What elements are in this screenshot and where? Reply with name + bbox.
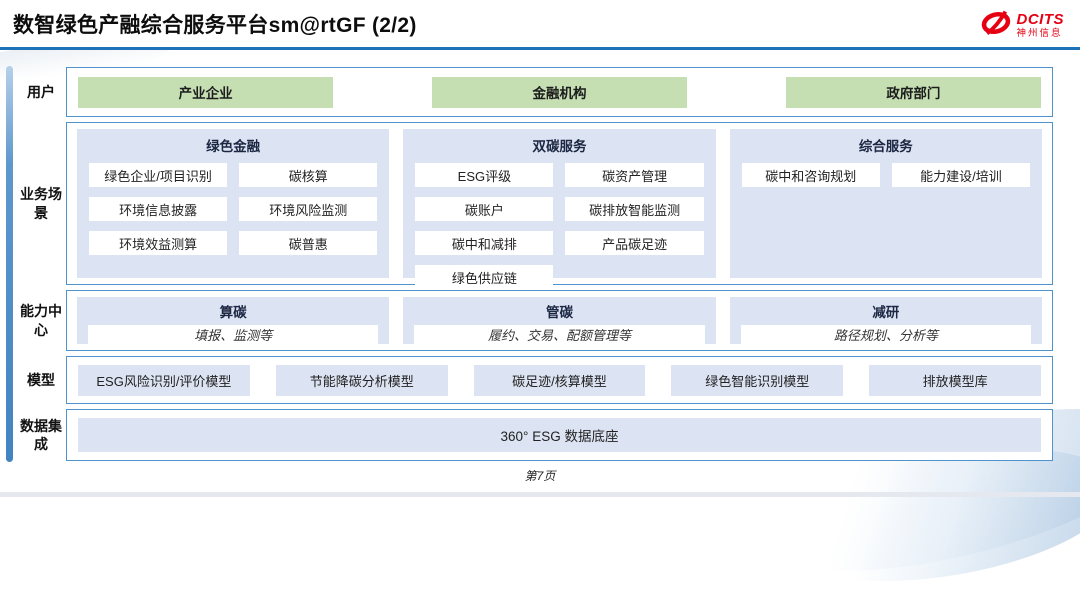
scenario-item: 碳普惠 (239, 231, 378, 255)
model-item: 绿色智能识别模型 (671, 364, 844, 396)
dcits-swirl-icon (980, 9, 1012, 42)
capability-center-container: 算碳 填报、监测等 管碳 履约、交易、配额管理等 减研 路径规划、分析等 (66, 290, 1053, 351)
bottom-edge-strip (0, 492, 1080, 497)
models-container: ESG风险识别/评价模型 节能降碳分析模型 碳足迹/核算模型 绿色智能识别模型 … (66, 356, 1053, 404)
scenario-item: 产品碳足迹 (565, 231, 704, 255)
scenario-item: 绿色供应链 (415, 265, 554, 289)
data-integration-container: 360° ESG 数据底座 (66, 409, 1053, 461)
capability-title: 减研 (872, 305, 900, 320)
users-layer-row: 用户 产业企业 金融机构 政府部门 (16, 67, 1053, 117)
capability-box-carbon-accounting: 算碳 填报、监测等 (77, 297, 390, 344)
scenario-item: 碳中和咨询规划 (741, 163, 880, 187)
logo-text: DCITS 神州信息 (1017, 12, 1065, 39)
business-scenarios-row: 业务场景 绿色金融 绿色企业/项目识别 碳核算 环境信息披露 环境风险监测 环境… (16, 122, 1053, 289)
capability-description: 路径规划、分析等 (740, 325, 1031, 344)
logo-brand-name: DCITS (1016, 11, 1064, 29)
model-item: 碳足迹/核算模型 (473, 364, 646, 396)
dual-carbon-services-panel: 双碳服务 ESG评级 碳资产管理 碳账户 碳排放智能监测 碳中和减排 产品碳足迹… (403, 129, 716, 289)
data-integration-label: 数据集成 (20, 417, 62, 452)
user-type-box: 产业企业 (78, 76, 334, 108)
panel-title: 综合服务 (858, 139, 913, 154)
company-logo: DCITS 神州信息 (980, 9, 1065, 42)
panel-title: 双碳服务 (532, 139, 587, 154)
capability-box-carbon-management: 管碳 履约、交易、配额管理等 (403, 297, 716, 344)
capability-title: 管碳 (545, 305, 573, 320)
models-label: 模型 (27, 371, 55, 388)
scenario-item: ESG评级 (415, 163, 554, 187)
comprehensive-services-panel: 综合服务 碳中和咨询规划 能力建设/培训 (729, 129, 1042, 278)
scenario-item: 碳排放智能监测 (565, 197, 704, 221)
panel-items-grid: 碳中和咨询规划 能力建设/培训 (741, 163, 1030, 187)
models-row: 模型 ESG风险识别/评价模型 节能降碳分析模型 碳足迹/核算模型 绿色智能识别… (16, 356, 1053, 404)
slide-title: 数智绿色产融综合服务平台sm@rtGF (2/2) (13, 14, 417, 37)
model-item: 排放模型库 (869, 364, 1041, 396)
page-number: 第7页 (524, 469, 556, 483)
users-layer-container: 产业企业 金融机构 政府部门 (66, 67, 1053, 117)
data-foundation-item: 360° ESG 数据底座 (78, 418, 1041, 452)
data-integration-row: 数据集成 360° ESG 数据底座 (16, 409, 1053, 461)
business-scenarios-label: 业务场景 (20, 186, 62, 221)
business-scenarios-container: 绿色金融 绿色企业/项目识别 碳核算 环境信息披露 环境风险监测 环境效益测算 … (66, 122, 1053, 289)
slide-header: 数智绿色产融综合服务平台sm@rtGF (2/2) DCITS 神州信息 (0, 0, 1080, 50)
capability-box-reduction-research: 减研 路径规划、分析等 (729, 297, 1042, 344)
scenario-item: 碳资产管理 (565, 163, 704, 187)
scenario-item: 环境风险监测 (239, 197, 378, 221)
capability-center-row: 能力中心 算碳 填报、监测等 管碳 履约、交易、配额管理等 减研 路径规划、分析… (16, 290, 1053, 351)
capability-center-label: 能力中心 (20, 303, 62, 338)
scenario-item: 绿色企业/项目识别 (89, 163, 228, 187)
scenario-item: 环境效益测算 (89, 231, 228, 255)
user-type-box: 金融机构 (431, 76, 688, 108)
capability-title: 算碳 (219, 305, 247, 320)
panel-items-grid: ESG评级 碳资产管理 碳账户 碳排放智能监测 碳中和减排 产品碳足迹 绿色供应… (415, 163, 704, 289)
panel-items-grid: 绿色企业/项目识别 碳核算 环境信息披露 环境风险监测 环境效益测算 碳普惠 (89, 163, 378, 255)
scenario-item: 碳核算 (239, 163, 378, 187)
users-layer-label: 用户 (27, 83, 55, 100)
user-type-box: 政府部门 (785, 76, 1041, 108)
logo-sub-name: 神州信息 (1016, 28, 1063, 40)
left-accent-bar (6, 66, 13, 462)
panel-title: 绿色金融 (206, 139, 261, 154)
green-finance-panel: 绿色金融 绿色企业/项目识别 碳核算 环境信息披露 环境风险监测 环境效益测算 … (77, 129, 390, 278)
scenario-item: 碳中和减排 (415, 231, 554, 255)
scenario-item: 环境信息披露 (89, 197, 228, 221)
scenario-item: 能力建设/培训 (891, 163, 1030, 187)
scenario-item: 碳账户 (415, 197, 554, 221)
capability-description: 履约、交易、配额管理等 (414, 325, 705, 344)
capability-description: 填报、监测等 (88, 325, 379, 344)
model-item: 节能降碳分析模型 (275, 364, 448, 396)
model-item: ESG风险识别/评价模型 (78, 364, 250, 396)
